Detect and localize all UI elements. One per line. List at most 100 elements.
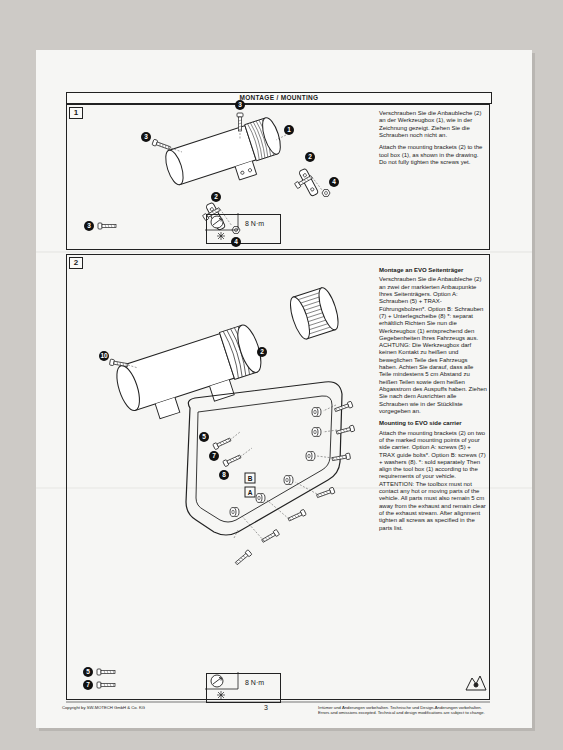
box-label: MONTAGE / MOUNTING bbox=[67, 93, 491, 103]
callout-number: 5 bbox=[199, 432, 209, 442]
leader-lines bbox=[295, 482, 317, 494]
tool-box bbox=[155, 397, 180, 418]
torque-box: 8 N·m bbox=[206, 673, 281, 703]
leader-lines bbox=[230, 432, 240, 440]
mounting-point-letter: B bbox=[245, 473, 256, 484]
tool-box-lid bbox=[287, 286, 342, 341]
torque-icon bbox=[205, 213, 238, 240]
tool-box bbox=[248, 168, 252, 172]
screws bbox=[109, 359, 354, 566]
brand-logo bbox=[466, 676, 486, 690]
screws bbox=[312, 428, 321, 437]
screws bbox=[306, 452, 315, 461]
tool-box-lid bbox=[315, 286, 342, 332]
screws bbox=[237, 113, 243, 131]
legend-screw bbox=[97, 669, 115, 675]
callout-number: 4 bbox=[231, 237, 241, 247]
tool-box bbox=[240, 171, 244, 175]
callout-number: 8 bbox=[219, 470, 229, 480]
screws bbox=[284, 476, 293, 485]
screws bbox=[332, 453, 351, 462]
leader-lines bbox=[312, 177, 322, 190]
leader-lines bbox=[323, 430, 337, 432]
screws bbox=[109, 359, 128, 368]
leader-lines bbox=[240, 448, 252, 457]
tool-box bbox=[162, 116, 288, 200]
page-number: 3 bbox=[264, 704, 268, 711]
screws bbox=[230, 508, 239, 517]
screws bbox=[256, 494, 265, 503]
tool-box bbox=[235, 161, 256, 180]
callout-number: 7 bbox=[83, 680, 93, 690]
box-label: 8 N·m bbox=[245, 219, 264, 228]
screws bbox=[316, 487, 335, 499]
leader-lines bbox=[171, 133, 322, 226]
step-number-box: 1 bbox=[69, 107, 83, 119]
callout-number: 4 bbox=[329, 177, 339, 187]
section-header: MONTAGE / MOUNTING bbox=[66, 92, 492, 104]
legend-screw bbox=[97, 682, 115, 688]
section-heading: Mounting to EVO side carrier bbox=[379, 420, 487, 427]
callout-number: 5 bbox=[83, 667, 93, 677]
screws bbox=[261, 529, 280, 543]
step-panel: Montage an EVO SeitenträgerVerschrauben … bbox=[66, 254, 490, 700]
section-heading: Montage an EVO Seitenträger bbox=[379, 267, 487, 274]
tool-box-lid bbox=[296, 292, 321, 300]
tool-box bbox=[112, 363, 144, 413]
leader-lines bbox=[241, 515, 264, 541]
side-carrier bbox=[186, 382, 342, 535]
screws bbox=[312, 408, 321, 417]
screws bbox=[152, 139, 171, 151]
callout-number: 2 bbox=[211, 192, 221, 202]
tool-box bbox=[210, 380, 235, 401]
copyright-note: Copyright by SW-MOTECH GmbH & Co. KG bbox=[62, 705, 152, 710]
disclaimer-note: Irrtümer und Änderungen vorbehalten. Tec… bbox=[318, 705, 492, 716]
mounting-bracket bbox=[303, 173, 307, 177]
box-label: 2 bbox=[70, 258, 82, 268]
leader-lines bbox=[128, 365, 138, 368]
screws bbox=[322, 190, 330, 197]
screws bbox=[152, 113, 330, 233]
leader-lines bbox=[234, 530, 238, 538]
screws bbox=[334, 401, 353, 413]
instruction-text: Attach the mounting brackets (2) on two … bbox=[379, 430, 487, 532]
brand-logo bbox=[474, 683, 478, 687]
torque-icon bbox=[205, 672, 238, 699]
mounting-bracket bbox=[310, 187, 314, 191]
paper-sheet bbox=[36, 50, 532, 728]
screws bbox=[234, 550, 252, 566]
callout-number: 1 bbox=[284, 125, 294, 135]
text-column: Montage an EVO SeitenträgerVerschrauben … bbox=[379, 267, 487, 537]
torque-box: 8 N·m bbox=[206, 214, 281, 244]
tool-box-lid bbox=[307, 326, 332, 334]
callout-number: 7 bbox=[209, 451, 219, 461]
side-carrier bbox=[196, 396, 332, 522]
mounting-point-letter: A bbox=[245, 487, 256, 498]
legend-screw bbox=[98, 223, 116, 229]
screws bbox=[295, 174, 314, 188]
instruction-text: Verschrauben Sie die Anbaubleche (2) an … bbox=[379, 276, 487, 415]
tool-box bbox=[248, 123, 262, 160]
callout-number: 3 bbox=[84, 221, 94, 231]
tool-box bbox=[259, 116, 284, 156]
screws bbox=[223, 454, 242, 467]
leader-lines bbox=[267, 500, 289, 519]
step-number-box: 2 bbox=[69, 257, 83, 269]
leader-lines bbox=[276, 135, 286, 140]
fold-crease bbox=[36, 252, 532, 253]
side-carrier bbox=[186, 382, 342, 535]
callout-number: 2 bbox=[257, 347, 267, 357]
leader-lines bbox=[317, 456, 333, 458]
callout-number: 2 bbox=[305, 152, 315, 162]
screws bbox=[287, 509, 306, 522]
brand-logo bbox=[466, 676, 486, 690]
screws bbox=[213, 437, 232, 450]
screws bbox=[336, 425, 355, 435]
tool-box bbox=[112, 322, 270, 428]
tool-box bbox=[250, 122, 264, 159]
callout-number: 3 bbox=[141, 132, 151, 142]
tool-box bbox=[162, 148, 186, 187]
callout-number: 3 bbox=[235, 100, 245, 110]
